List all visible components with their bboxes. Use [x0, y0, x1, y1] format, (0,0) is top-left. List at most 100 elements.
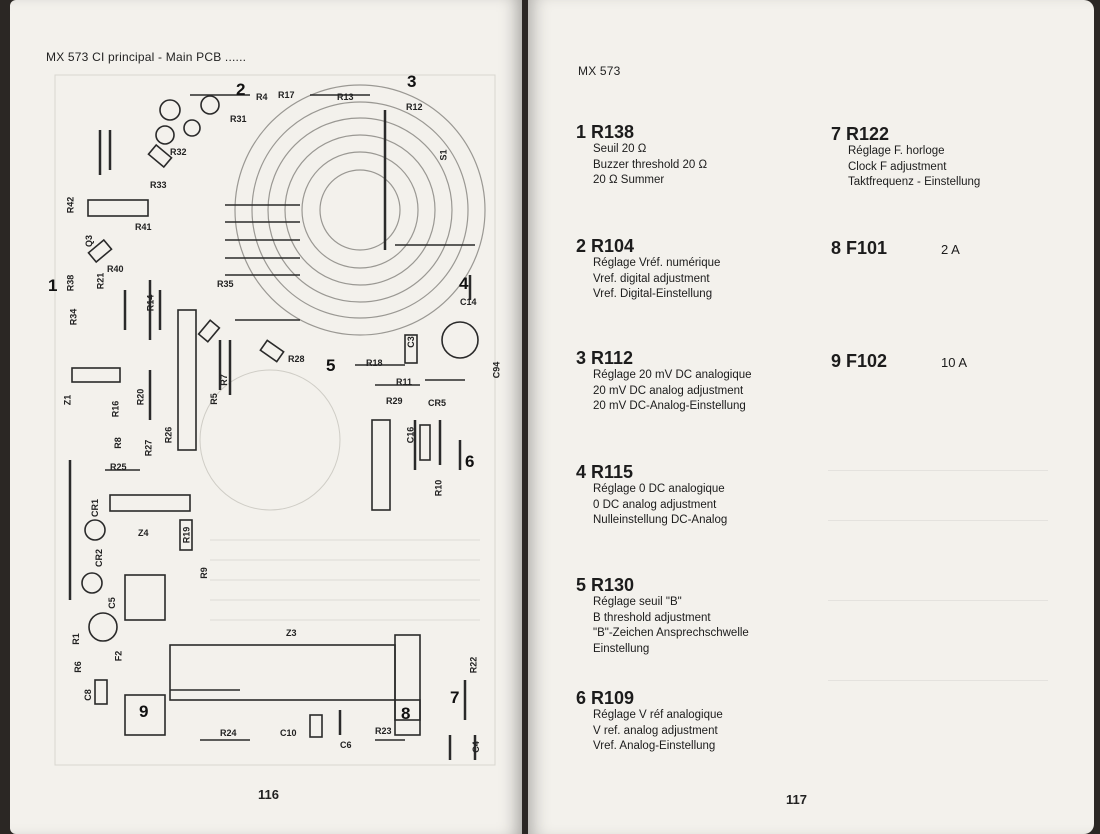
component-label: CR1	[90, 498, 101, 518]
entry-line-fr: Réglage V réf analogique	[593, 709, 723, 721]
entry-title: 6 R109	[576, 688, 635, 708]
component-label: Q3	[84, 234, 95, 248]
component-label: R10	[433, 479, 444, 497]
entry-line-en: Buzzer threshold 20 Ω	[593, 158, 708, 171]
adjustment-entry-1: 1 R138 Seuil 20 Ω Buzzer threshold 20 Ω …	[576, 122, 707, 189]
component-label: C16	[405, 426, 416, 444]
marker-5: 5	[326, 356, 336, 375]
left-page-number: 116	[258, 787, 279, 802]
component-label: CR2	[94, 548, 105, 568]
entry-line-de: 20 Ω Summer	[593, 174, 665, 186]
component-label: R34	[68, 308, 79, 326]
component-label: C94	[491, 361, 502, 379]
component-label: R21	[95, 272, 106, 290]
entry-title: 4 R115	[576, 462, 634, 482]
entry-line-fr: Réglage Vréf. numérique	[593, 257, 721, 269]
component-label: R40	[107, 264, 124, 274]
entry-line-de: Vref. Digital-Einstellung	[593, 288, 713, 300]
entry-line-fr: Réglage seuil "B"	[593, 596, 682, 608]
fuse-rating: 10 A	[941, 355, 968, 370]
component-label: R26	[163, 426, 174, 444]
component-label: Z1	[62, 394, 73, 406]
entry-line-en: B threshold adjustment	[593, 611, 711, 624]
entry-line-de: Nulleinstellung DC-Analog	[593, 514, 728, 526]
adjustment-entry-5: 5 R130 Réglage seuil "B" B threshold adj…	[576, 575, 749, 657]
left-page-header: MX 573 CI principal - Main PCB ......	[46, 50, 247, 64]
component-label: C6	[340, 740, 352, 750]
right-page-header: MX 573	[578, 64, 621, 78]
right-page-number: 117	[786, 792, 807, 807]
pcb-layout-diagram	[54, 74, 496, 766]
entry-title: 8 F101	[831, 238, 888, 258]
marker-2: 2	[236, 80, 246, 99]
entry-line-en: 20 mV DC analog adjustment	[593, 384, 744, 397]
component-label: R41	[135, 222, 152, 232]
fuse-entry-8: 8 F101 2 A	[831, 238, 1031, 258]
component-label: R18	[366, 358, 383, 368]
component-label: R11	[396, 377, 413, 387]
component-label: R6	[72, 661, 83, 673]
component-label: C14	[460, 297, 477, 307]
component-label: R4	[256, 92, 268, 102]
marker-6: 6	[465, 452, 475, 471]
marker-9: 9	[139, 702, 149, 721]
component-label: R28	[288, 354, 305, 364]
adjustment-entry-7: 7 R122 Réglage F. horloge Clock F adjust…	[831, 124, 980, 191]
component-label: C3	[405, 336, 416, 348]
entry-line-fr: Seuil 20 Ω	[593, 143, 647, 155]
component-label: S1	[438, 149, 449, 161]
component-label: R35	[217, 279, 234, 289]
marker-3: 3	[407, 72, 417, 91]
entry-line-de-cont: Einstellung	[593, 642, 650, 655]
entry-line-en: Vref. digital adjustment	[593, 272, 710, 285]
fuse-entry-9: 9 F102 10 A	[831, 351, 1031, 371]
entry-title: 3 R112	[576, 348, 634, 368]
component-label: R29	[386, 396, 403, 406]
entry-line-fr: Réglage 20 mV DC analogique	[593, 369, 752, 381]
component-label: R16	[110, 400, 121, 418]
component-label: Z4	[138, 528, 149, 538]
adjustment-entry-4: 4 R115 Réglage 0 DC analogique 0 DC anal…	[576, 462, 727, 529]
marker-8: 8	[401, 704, 411, 723]
component-label: Z3	[286, 628, 297, 638]
component-label: R38	[65, 274, 76, 292]
adjustment-entry-3: 3 R112 Réglage 20 mV DC analogique 20 mV…	[576, 348, 752, 415]
right-page: MX 573 1 R138 Seuil 20 Ω Buzzer threshol…	[528, 0, 1094, 834]
component-label: R14	[145, 294, 156, 312]
component-label: R12	[406, 102, 423, 112]
left-page: MX 573 CI principal - Main PCB ......	[10, 0, 522, 834]
adjustment-entry-6: 6 R109 Réglage V réf analogique V ref. a…	[576, 688, 723, 755]
entry-line-en: Clock F adjustment	[848, 160, 947, 173]
component-label: R5	[208, 393, 219, 405]
entry-line-en: 0 DC analog adjustment	[593, 498, 717, 511]
component-label: R25	[110, 462, 127, 472]
component-label: R7	[218, 374, 229, 386]
entry-line-en: V ref. analog adjustment	[593, 724, 718, 737]
marker-7: 7	[450, 688, 460, 707]
component-label: R22	[468, 656, 479, 674]
component-label: R17	[278, 90, 295, 100]
component-label: C8	[82, 689, 93, 701]
component-label: R32	[170, 147, 187, 157]
marker-1: 1	[48, 276, 58, 295]
entry-line-de: 20 mV DC-Analog-Einstellung	[593, 400, 746, 412]
component-label: R24	[220, 728, 237, 738]
entry-line-fr: Réglage F. horloge	[848, 145, 945, 157]
entry-line-de: "B"-Zeichen Ansprechschwelle	[593, 627, 749, 639]
component-label: R27	[143, 439, 154, 457]
component-label: R9	[198, 567, 209, 579]
marker-4: 4	[459, 274, 469, 293]
component-label: R23	[375, 726, 392, 736]
entry-title: 2 R104	[576, 236, 635, 256]
component-label: R33	[150, 180, 167, 190]
component-label: C10	[280, 728, 297, 738]
entry-title: 9 F102	[831, 351, 888, 371]
component-label: C5	[106, 597, 117, 609]
fuse-rating: 2 A	[941, 242, 960, 257]
component-label: R8	[112, 437, 123, 449]
component-label: R1	[70, 633, 81, 645]
component-label: CR5	[428, 398, 447, 408]
entry-title: 7 R122	[831, 124, 890, 144]
component-label: R31	[230, 114, 247, 124]
component-label: R42	[65, 196, 76, 214]
